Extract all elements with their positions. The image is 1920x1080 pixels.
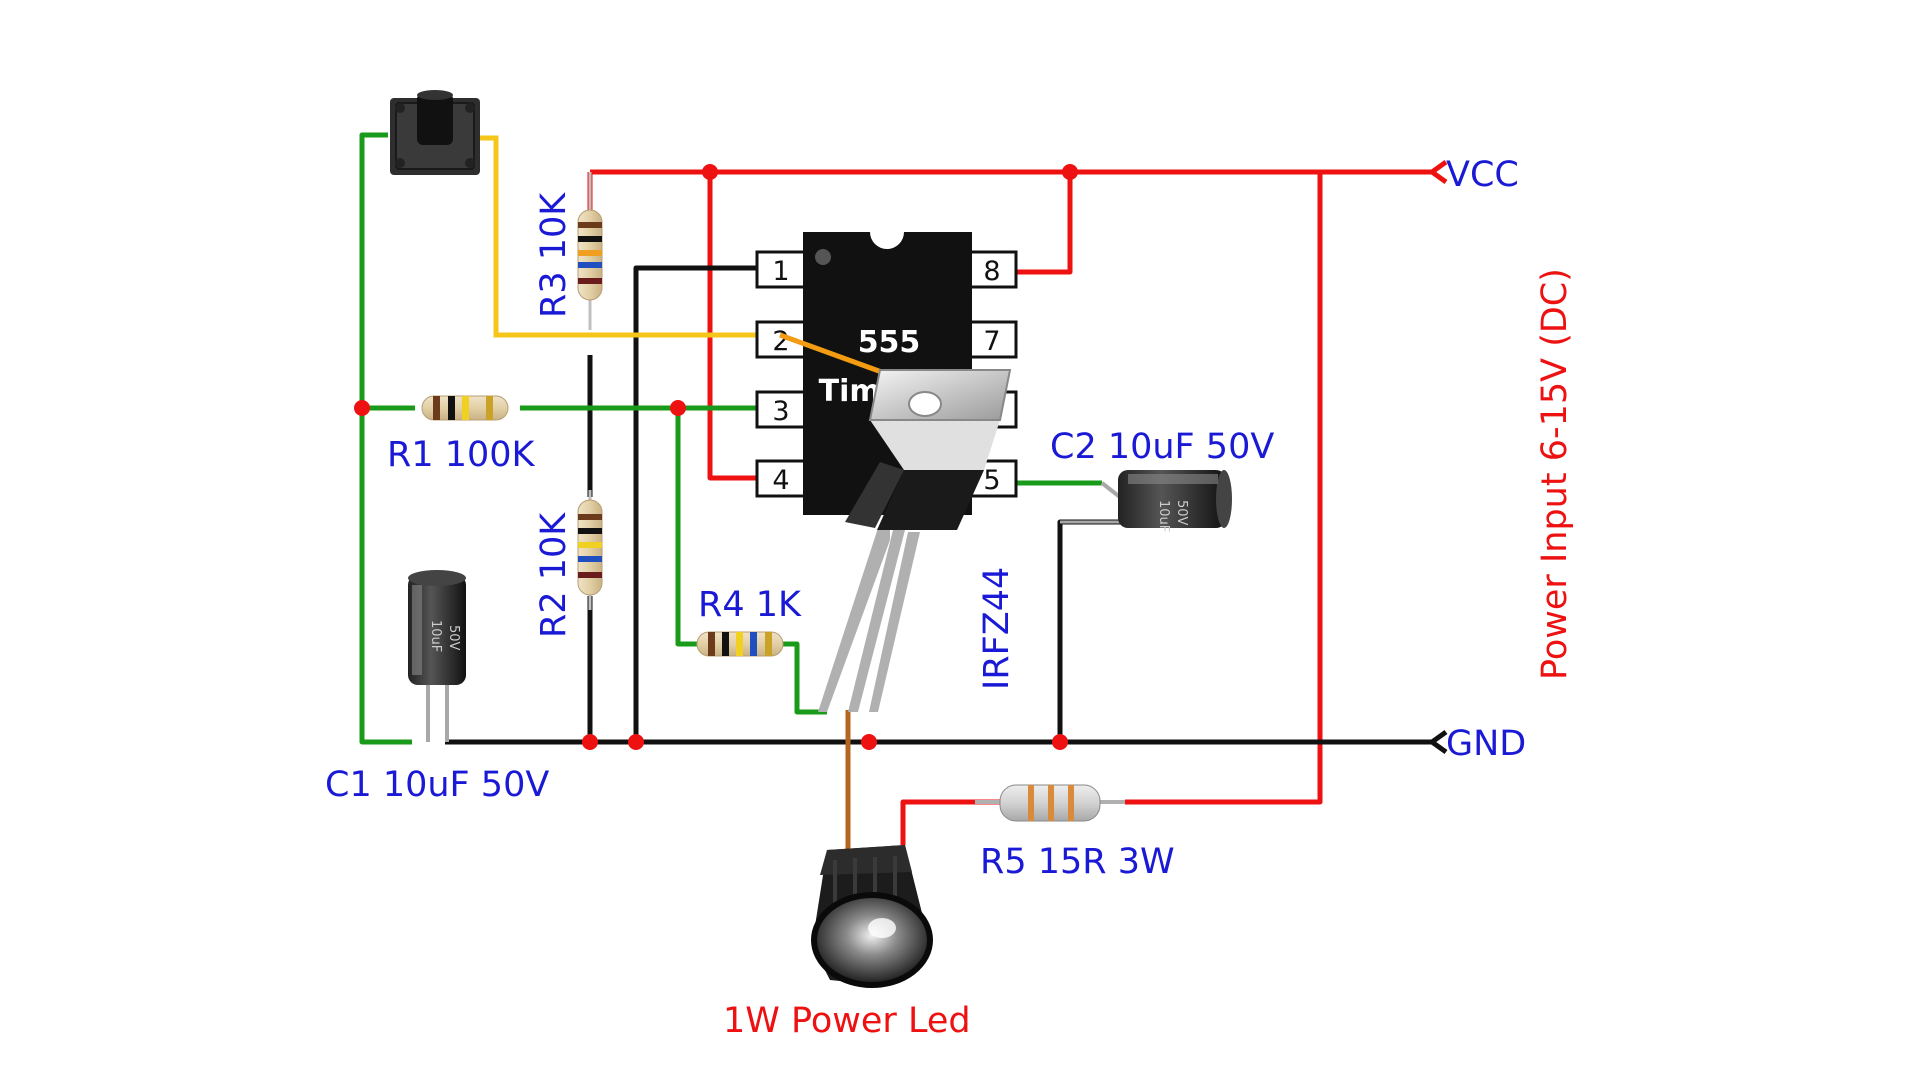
- junction-dots: [354, 164, 1078, 750]
- power-input-label: Power Input 6-15V (DC): [1535, 268, 1575, 680]
- junction-dot: [1062, 164, 1078, 180]
- ic-notch: [870, 232, 904, 249]
- junction-dot: [354, 400, 370, 416]
- capacitor-c2: 10uF 50V: [1060, 470, 1232, 532]
- resistor-r2: [577, 490, 603, 610]
- capacitor-c1: 10uF 50V: [408, 570, 466, 742]
- r3-label: R3 10K: [534, 192, 574, 318]
- c2-marking-value: 10uF: [1156, 500, 1171, 532]
- mosfet-label: IRFZ44: [977, 567, 1017, 690]
- junction-dot: [1052, 734, 1068, 750]
- resistor-r5: [975, 784, 1125, 822]
- ic-pin-1-label: 1: [772, 256, 789, 287]
- led-label: 1W Power Led: [723, 1001, 971, 1041]
- ic-pin-2-label: 2: [772, 326, 789, 357]
- c1-marking-voltage: 50V: [446, 625, 461, 651]
- ic-pin-7-label: 7: [983, 326, 1000, 357]
- ic-pin-4-label: 4: [772, 465, 789, 496]
- c1-marking-value: 10uF: [428, 620, 443, 652]
- vcc-arrow-icon: [1430, 159, 1448, 185]
- gnd-label: GND: [1446, 724, 1526, 764]
- vcc-wires: [587, 169, 1432, 845]
- ic-pin-5-label: 5: [983, 465, 1000, 496]
- gnd-wires: [445, 265, 1432, 745]
- junction-dot: [861, 734, 877, 750]
- push-button: [390, 90, 480, 175]
- resistor-r4: [696, 631, 784, 657]
- resistor-r3: [577, 172, 603, 330]
- mosfet-irfz44: [818, 369, 1012, 712]
- gnd-arrow-icon: [1430, 729, 1448, 755]
- r2-label: R2 10K: [534, 512, 574, 638]
- junction-dot: [670, 400, 686, 416]
- r4-label: R4 1K: [698, 585, 802, 625]
- ic-pin-3-label: 3: [772, 396, 789, 427]
- ic-title-line1: 555: [858, 325, 921, 360]
- junction-dot: [628, 734, 644, 750]
- signal-wires-green: [359, 132, 1102, 745]
- r5-label: R5 15R 3W: [980, 842, 1175, 882]
- c2-marking-voltage: 50V: [1174, 500, 1189, 526]
- c2-label: C2 10uF 50V: [1050, 427, 1274, 467]
- ic-pin-8-label: 8: [983, 256, 1000, 287]
- vcc-label: VCC: [1446, 155, 1519, 195]
- c1-label: C1 10uF 50V: [325, 765, 549, 805]
- ic-pin1-dot: [815, 249, 831, 265]
- junction-dot: [702, 164, 718, 180]
- r1-label: R1 100K: [387, 435, 536, 475]
- power-led: [811, 845, 933, 988]
- junction-dot: [582, 734, 598, 750]
- resistor-r1: [421, 395, 509, 421]
- trigger-wire: [480, 135, 757, 338]
- ic-pins-left: [755, 250, 807, 498]
